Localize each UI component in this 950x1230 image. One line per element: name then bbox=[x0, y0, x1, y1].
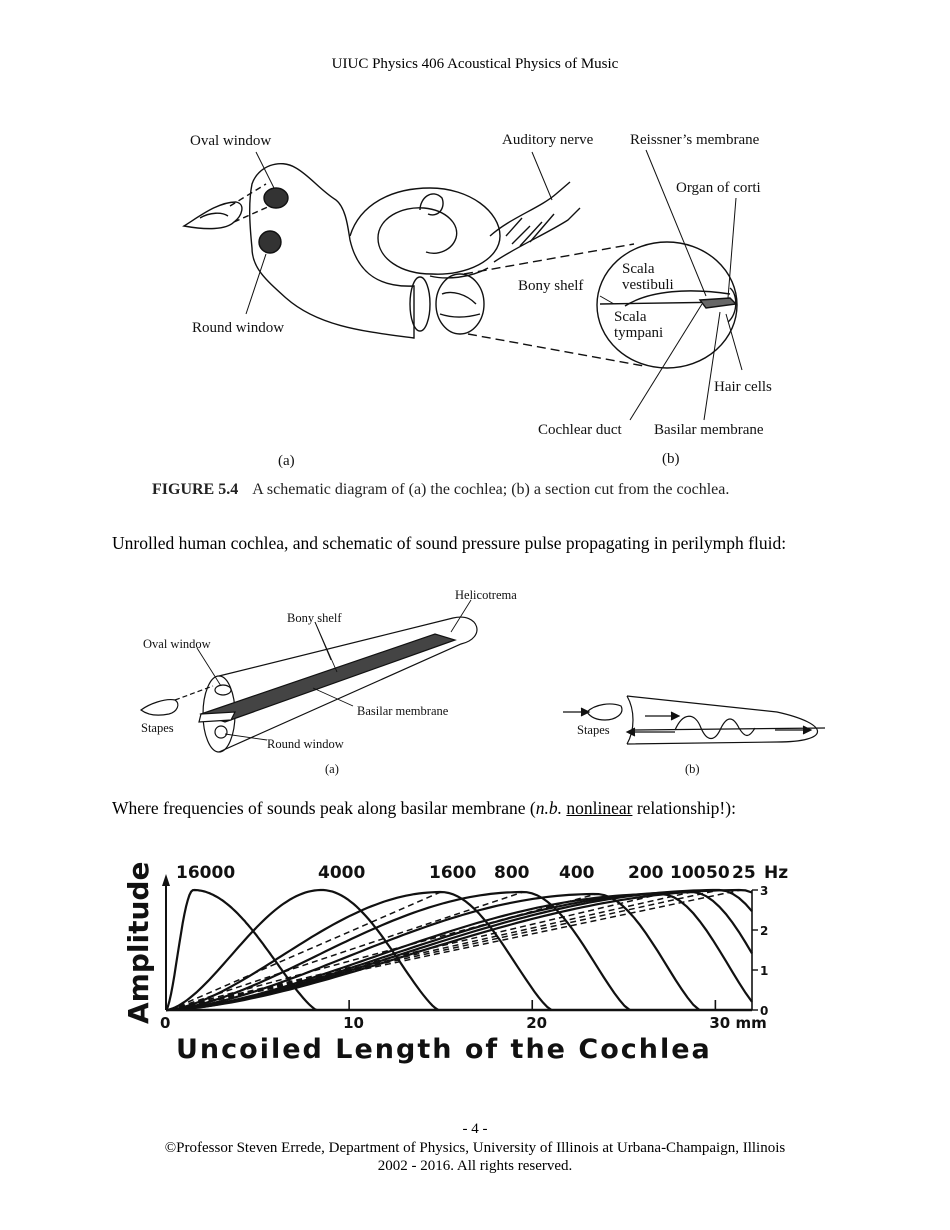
peak-label-16000: 16000 bbox=[176, 863, 235, 883]
peak-label-400: 400 bbox=[559, 863, 595, 883]
panel-b-label-2: (b) bbox=[685, 762, 700, 776]
label-auditory-nerve: Auditory nerve bbox=[502, 132, 594, 148]
curve-25 bbox=[165, 888, 753, 1012]
peak-label-4000: 4000 bbox=[318, 863, 365, 883]
curve-50-dashed bbox=[169, 889, 720, 1011]
paragraph-frequencies: Where frequencies of sounds peak along b… bbox=[112, 798, 736, 819]
label-scala-vestibuli-2: vestibuli bbox=[622, 277, 674, 293]
peak-label-100: 100 bbox=[670, 863, 706, 883]
y-tick-label-2: 2 bbox=[760, 924, 768, 938]
label-reissners-membrane: Reissner’s membrane bbox=[630, 132, 760, 148]
label-round-window-2: Round window bbox=[267, 737, 344, 751]
paragraph-unrolled: Unrolled human cochlea, and schematic of… bbox=[112, 533, 787, 553]
curve-400-dashed bbox=[169, 893, 597, 1011]
chart-curves bbox=[165, 888, 753, 1012]
unrolled-cochlea-diagram: Helicotrema Bony shelf Oval window Basil… bbox=[139, 588, 826, 776]
paragraph-nb: n.b. bbox=[535, 798, 562, 818]
label-basilar-membrane-2: Basilar membrane bbox=[357, 704, 449, 718]
x-tick-label-0: 0 bbox=[160, 1014, 170, 1032]
x-tick-label-2: 20 bbox=[526, 1014, 547, 1032]
label-scala-tympani-2: tympani bbox=[614, 325, 663, 341]
label-stapes-a: Stapes bbox=[141, 721, 174, 735]
footer-copyright: ©Professor Steven Errede, Department of … bbox=[164, 1140, 786, 1156]
curve-4000 bbox=[165, 888, 439, 1012]
y-axis-arrow bbox=[162, 874, 170, 886]
x-tick-label-1: 10 bbox=[343, 1014, 364, 1032]
curve-1600 bbox=[165, 890, 553, 1012]
paragraph-frequencies-after: relationship!): bbox=[632, 798, 736, 818]
label-scala-tympani-1: Scala bbox=[614, 309, 647, 325]
curve-25-dashed bbox=[169, 889, 742, 1011]
peak-label-25: 25 bbox=[732, 863, 756, 883]
peak-label-1600: 1600 bbox=[429, 863, 476, 883]
figure-caption-label: FIGURE 5.4 bbox=[152, 481, 239, 498]
y-tick-label-1: 1 bbox=[760, 964, 768, 978]
peak-label-200: 200 bbox=[628, 863, 664, 883]
figure-caption-text: A schematic diagram of (a) the cochlea; … bbox=[252, 481, 730, 498]
curve-800 bbox=[165, 890, 631, 1012]
label-hair-cells: Hair cells bbox=[714, 379, 772, 395]
figure-caption: FIGURE 5.4 A schematic diagram of (a) the… bbox=[152, 481, 729, 499]
paragraph-nonlinear: nonlinear bbox=[566, 798, 633, 818]
curve-16000 bbox=[165, 888, 318, 1011]
stapes-shape bbox=[182, 201, 243, 230]
label-organ-of-corti: Organ of corti bbox=[676, 180, 761, 196]
curve-100-dashed bbox=[169, 891, 692, 1011]
label-helicotrema: Helicotrema bbox=[455, 588, 517, 602]
label-bony-shelf-2: Bony shelf bbox=[287, 611, 342, 625]
oval-window-shape bbox=[263, 187, 289, 209]
paragraph-frequencies-before: Where frequencies of sounds peak along b… bbox=[112, 798, 536, 818]
label-stapes-b: Stapes bbox=[577, 723, 610, 737]
label-oval-window-2: Oval window bbox=[143, 637, 211, 651]
page-number: - 4 - bbox=[462, 1121, 488, 1137]
round-window-shape bbox=[258, 230, 282, 254]
panel-b-label: (b) bbox=[662, 451, 680, 467]
curve-800-dashed bbox=[169, 891, 524, 1011]
label-cochlear-duct: Cochlear duct bbox=[538, 422, 623, 438]
footer-rights: 2002 - 2016. All rights reserved. bbox=[377, 1158, 573, 1174]
x-axis-title: Uncoiled Length of the Cochlea bbox=[176, 1034, 712, 1065]
panel-a-label-2: (a) bbox=[325, 762, 339, 776]
label-basilar-membrane: Basilar membrane bbox=[654, 422, 764, 438]
y-axis-title: Amplitude bbox=[122, 862, 155, 1024]
label-bony-shelf: Bony shelf bbox=[518, 278, 583, 294]
label-round-window: Round window bbox=[192, 320, 284, 336]
x-tick-label-3: 30 mm bbox=[709, 1014, 766, 1032]
frequency-unit: Hz bbox=[764, 863, 788, 883]
label-oval-window: Oval window bbox=[190, 133, 271, 149]
peak-label-800: 800 bbox=[494, 863, 530, 883]
page-header: UIUC Physics 406 Acoustical Physics of M… bbox=[331, 56, 619, 72]
label-scala-vestibuli-1: Scala bbox=[622, 261, 655, 277]
cochlea-diagram: Oval window Round window Auditory nerve … bbox=[182, 132, 772, 469]
peak-label-50: 50 bbox=[706, 863, 730, 883]
y-tick-label-0: 0 bbox=[760, 1004, 768, 1018]
panel-a-label: (a) bbox=[278, 453, 295, 469]
y-tick-label-3: 3 bbox=[760, 884, 768, 898]
